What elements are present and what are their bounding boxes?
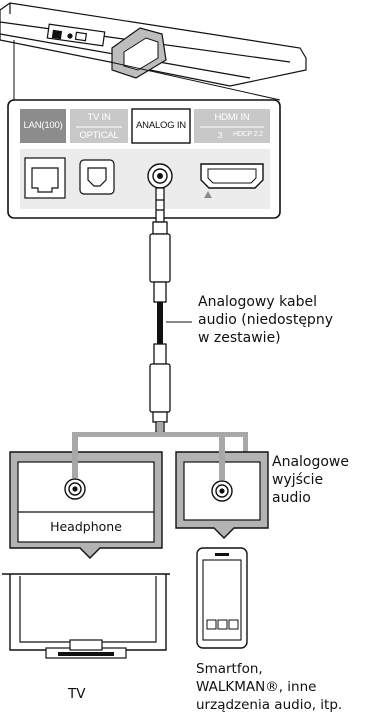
tv-icon: [2, 572, 196, 659]
hdmi-port: [200, 163, 264, 198]
back-panel: [7, 99, 281, 219]
cable-callout-line1: Analogowy kabel: [198, 294, 317, 310]
output-callout-line2: wyjście: [272, 472, 324, 488]
output-callout-line1: Analogowe: [272, 454, 349, 470]
lan-label: LAN(100): [23, 120, 63, 131]
tv-in-label: TV IN: [87, 112, 111, 123]
mobile-label-line2: WALKMAN®, inne: [196, 679, 317, 695]
tv-label: TV: [68, 686, 86, 702]
optical-port: [79, 159, 115, 195]
analog-in-label: ANALOG IN: [136, 120, 186, 131]
cable-callout-line3: w zestawie): [198, 330, 281, 346]
mobile-label-line3: urządzenia audio, itp.: [196, 697, 343, 713]
lan-port: [24, 157, 66, 199]
cable-callout-line2: audio (niedostępny: [198, 312, 333, 328]
analog-cable: [149, 187, 171, 433]
hdmi-number: 3: [217, 130, 223, 140]
tv-callout: [9, 432, 163, 559]
hdmi-in-label: HDMI IN: [214, 112, 250, 123]
hdcp-label: HDCP 2.2: [233, 131, 263, 138]
output-callout-line3: audio: [272, 490, 311, 506]
mobile-label-line1: Smartfon,: [196, 661, 263, 677]
smartphone-icon: [196, 547, 248, 649]
mobile-callout: [175, 432, 269, 539]
analog-in-port: [147, 163, 173, 189]
optical-label: OPTICAL: [79, 130, 119, 141]
headphone-label: Headphone: [50, 519, 122, 534]
